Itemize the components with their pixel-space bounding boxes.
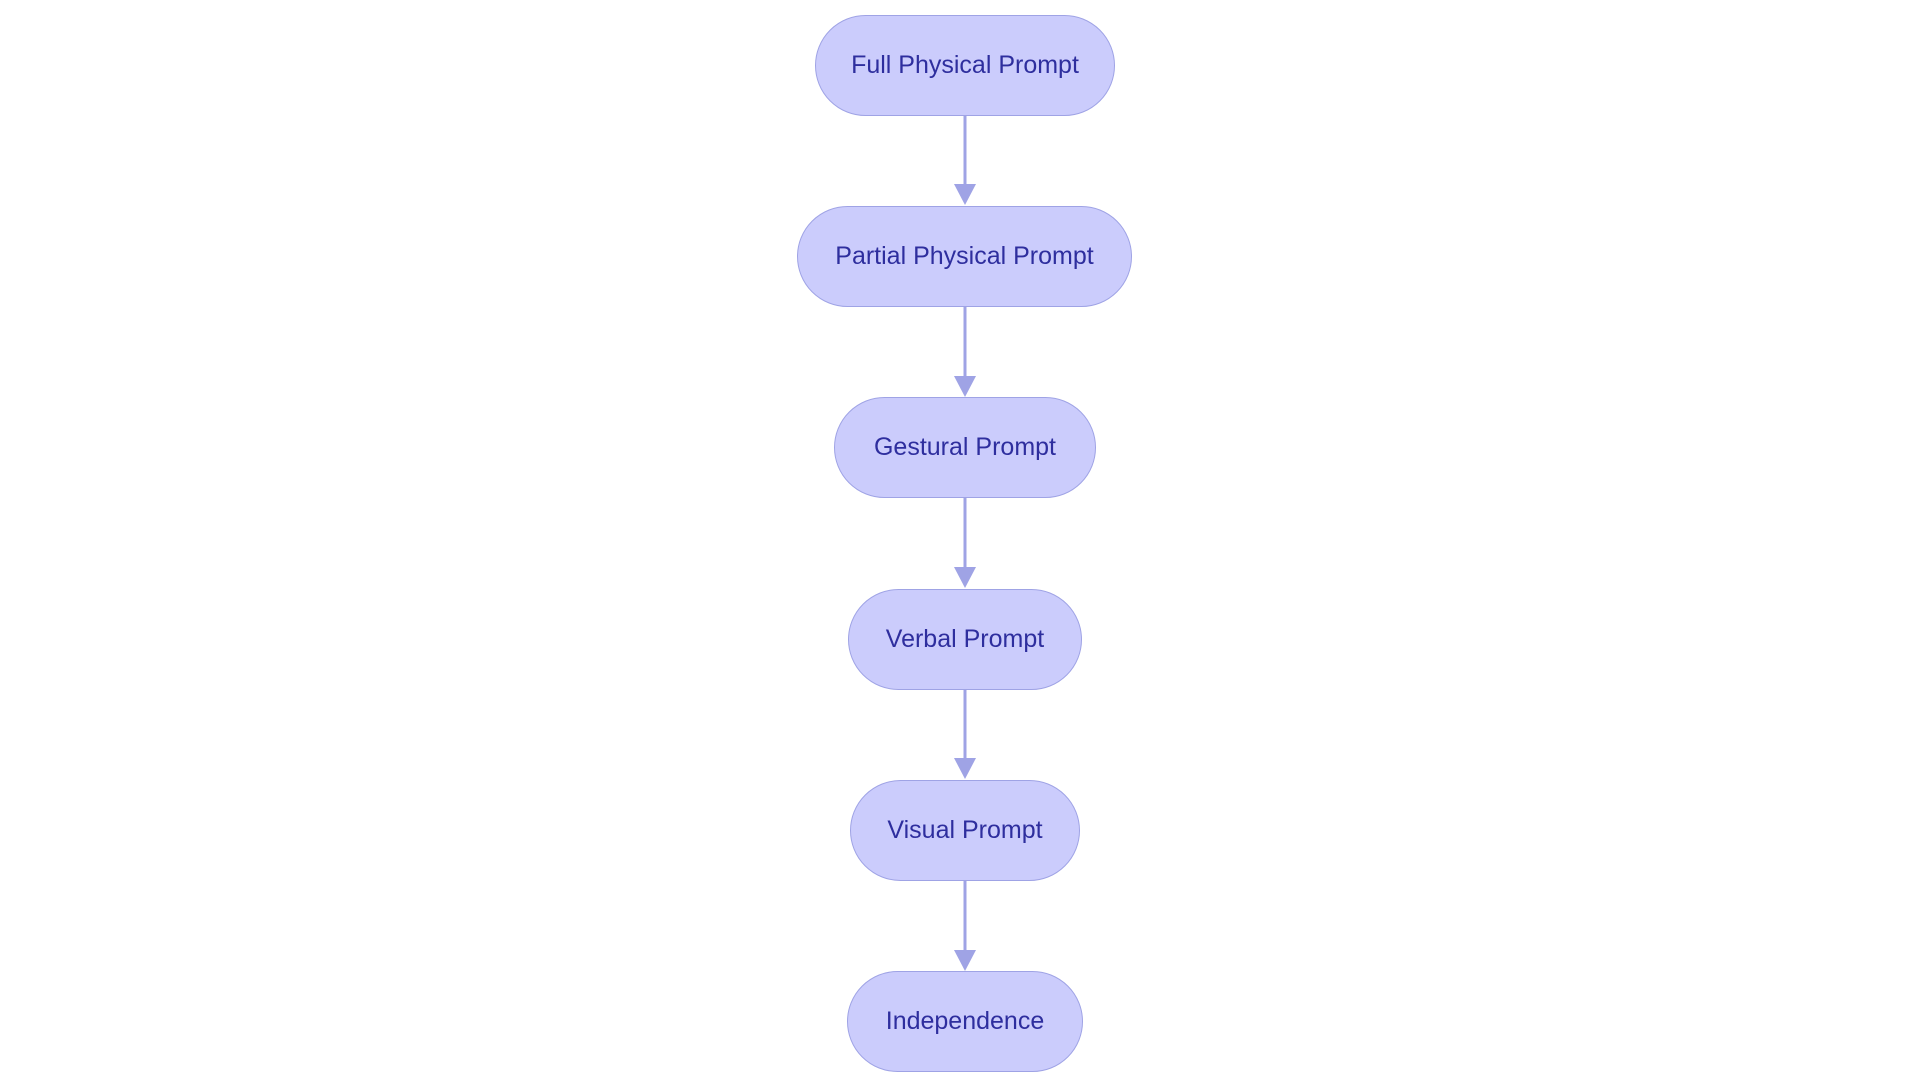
arrowhead-partial-physical: [954, 184, 976, 205]
arrowhead-visual: [954, 758, 976, 779]
node-label: Partial Physical Prompt: [835, 242, 1094, 270]
node-visual-prompt: Visual Prompt: [850, 780, 1080, 881]
arrowhead-independence: [954, 950, 976, 971]
node-partial-physical-prompt: Partial Physical Prompt: [797, 206, 1132, 307]
node-label: Gestural Prompt: [873, 433, 1056, 461]
node-label: Verbal Prompt: [885, 625, 1045, 653]
arrowhead-verbal: [954, 567, 976, 588]
arrowhead-gestural: [954, 376, 976, 397]
node-label: Independence: [885, 1007, 1045, 1035]
node-full-physical-prompt: Full Physical Prompt: [815, 15, 1115, 116]
node-label: Full Physical Prompt: [851, 51, 1079, 79]
node-verbal-prompt: Verbal Prompt: [848, 589, 1082, 690]
node-label: Visual Prompt: [887, 816, 1043, 844]
node-independence: Independence: [847, 971, 1083, 1072]
node-gestural-prompt: Gestural Prompt: [834, 397, 1096, 498]
